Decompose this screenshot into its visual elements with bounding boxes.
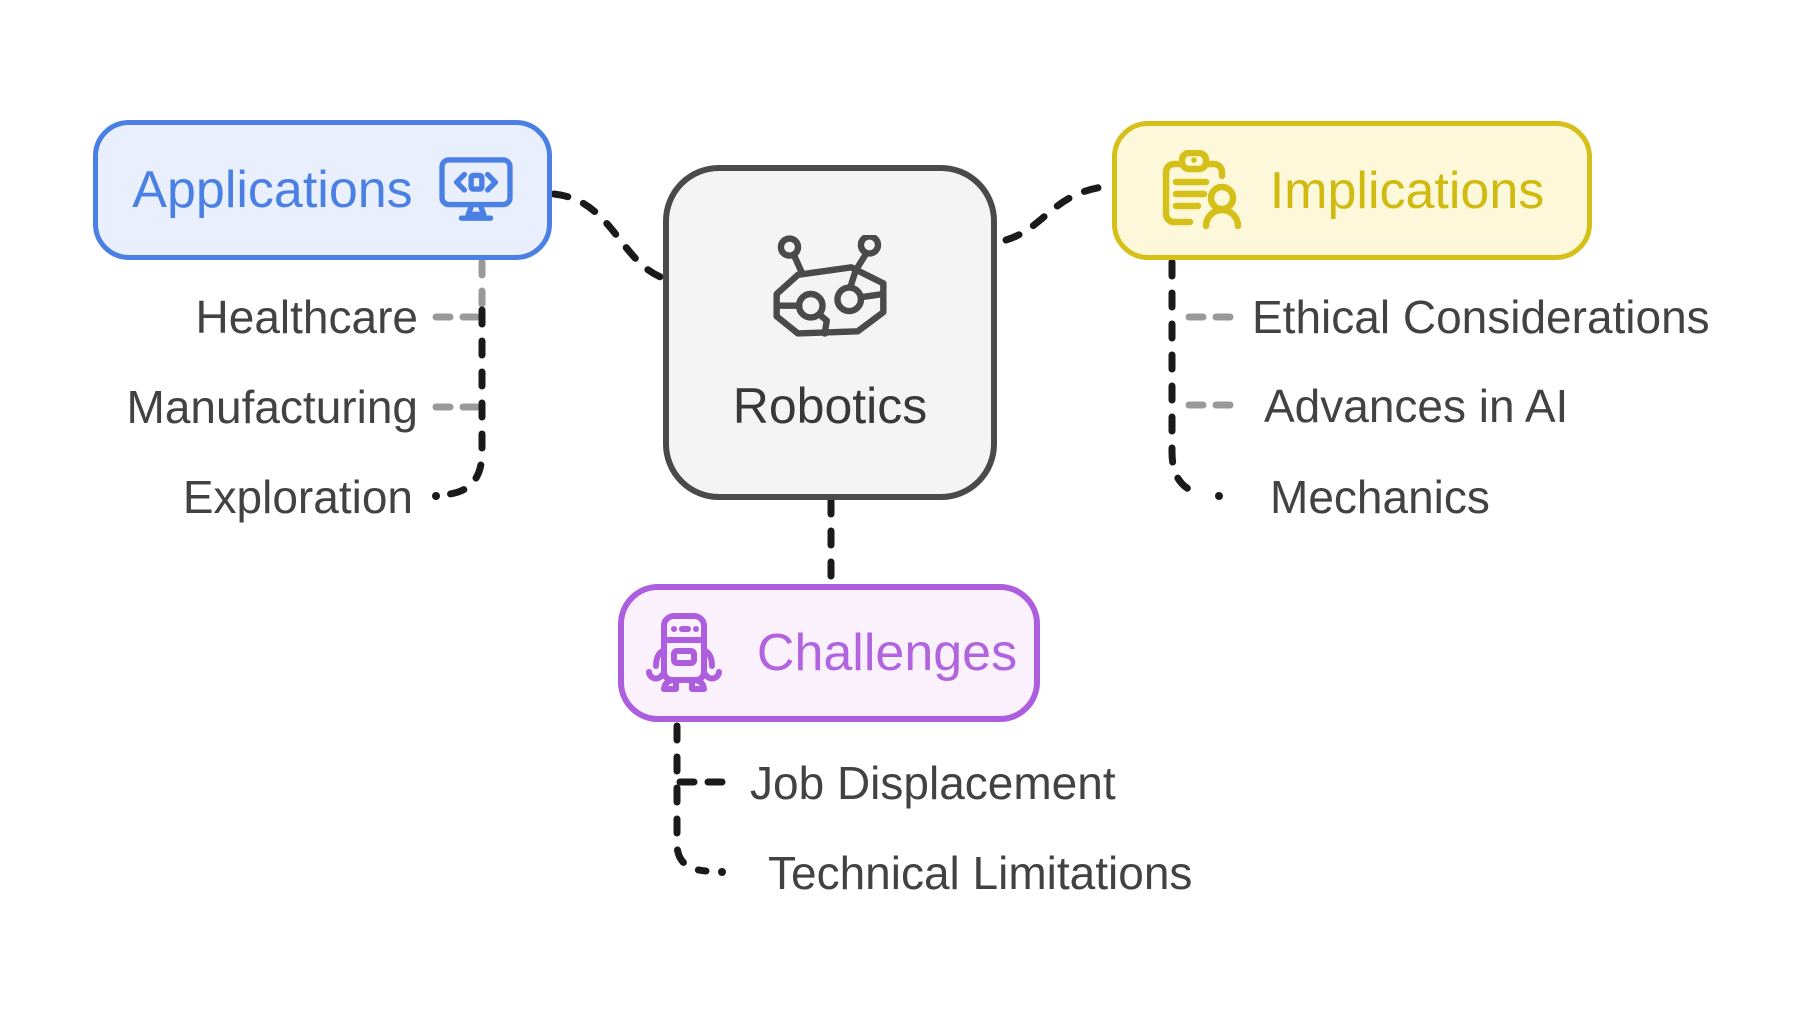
leaf-manufacturing: Manufacturing — [126, 381, 419, 433]
edge-dot-exploration — [432, 492, 440, 500]
root-label: Robotics — [732, 377, 928, 434]
edge-challenges-technical — [673, 722, 710, 875]
leaf-ethical-considerations: Ethical Considerations — [1252, 291, 1710, 343]
leaf-healthcare: Healthcare — [195, 291, 418, 343]
node-robotics: Robotics — [663, 165, 997, 500]
node-applications: Applications — [93, 120, 552, 260]
leaf-job-displacement: Job Displacement — [750, 757, 1116, 809]
edge-root-implications — [1002, 182, 1114, 244]
edge-implications-mechanics — [1168, 258, 1207, 498]
leaf-mechanics: Mechanics — [1270, 471, 1490, 523]
leaf-advances-in-ai: Advances in AI — [1264, 380, 1569, 432]
clipboard-person-icon — [1162, 149, 1241, 229]
robot-head-icon — [773, 234, 887, 337]
node-implications: Implications — [1112, 121, 1592, 260]
edge-dot-mechanics — [1215, 492, 1223, 500]
edge-dot-technical — [718, 868, 726, 876]
leaf-technical-limitations: Technical Limitations — [768, 847, 1193, 899]
node-challenges: Challenges — [618, 584, 1040, 722]
edge-applications-root — [550, 190, 667, 282]
applications-label: Applications — [132, 161, 413, 219]
monitor-code-icon — [439, 157, 513, 221]
robot-icon — [645, 613, 722, 692]
leaf-exploration: Exploration — [182, 471, 413, 523]
challenges-label: Challenges — [756, 624, 1018, 682]
implications-label: Implications — [1269, 161, 1545, 220]
edge-applications-exploration — [446, 306, 486, 498]
